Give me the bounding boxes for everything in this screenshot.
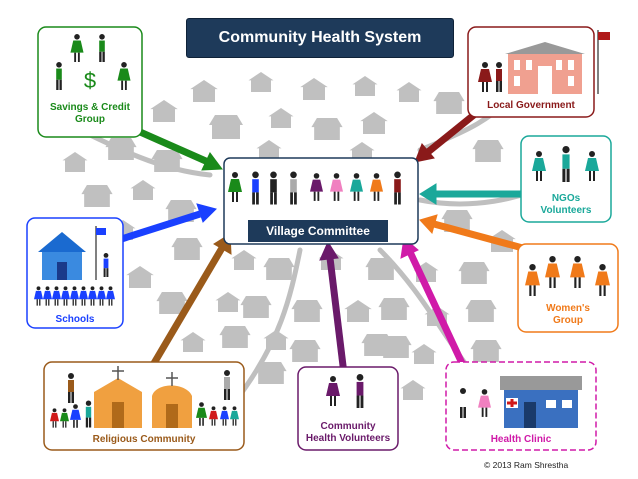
health-clinic-label: Health Clinic [490, 434, 552, 445]
schools-label: Schools [55, 314, 95, 325]
page-title: Community Health System [186, 18, 454, 58]
chv-box [297, 366, 399, 451]
local-government-box [467, 26, 610, 118]
copyright-text: © 2013 Ram Shrestha [484, 460, 569, 470]
local-government-label: Local Government [487, 100, 575, 111]
ngos-label-line1: NGOs [551, 193, 581, 204]
womens-label-line1: Women's [546, 303, 590, 314]
schools-box [26, 217, 124, 329]
village-committee-label: Village Committee [248, 220, 388, 242]
womens-group-box [517, 243, 619, 333]
savings-label-line1: Savings & Credit [49, 102, 131, 113]
ngos-label: NGOs Volunteers [523, 193, 609, 217]
arrow-clinic [400, 237, 472, 378]
ngos-label-line2: Volunteers [540, 205, 592, 216]
womens-group-label: Women's Group [520, 303, 616, 327]
arrow-womens [419, 214, 531, 254]
clinic-building-icon [500, 376, 582, 428]
chv-label: Community Health Volunteers [300, 421, 396, 445]
church-icon [94, 366, 142, 428]
arrow-schools [110, 203, 217, 246]
arrow-chv [319, 240, 348, 375]
chv-label-line2: Health Volunteers [305, 433, 391, 444]
health-clinic-box [445, 361, 597, 451]
religious-community-box [43, 361, 245, 451]
savings-credit-label: Savings & Credit Group [40, 102, 140, 126]
savings-credit-box: $ [37, 26, 143, 138]
temple-icon [152, 372, 192, 428]
womens-label-line2: Group [553, 315, 583, 326]
dollar-icon: $ [84, 68, 96, 93]
chv-label-line1: Community [320, 421, 376, 432]
arrow-local-government [414, 107, 483, 163]
government-building-icon [505, 30, 610, 94]
savings-label-line2: Group [75, 114, 105, 125]
religious-community-label: Religious Community [92, 434, 196, 445]
school-building-icon [38, 226, 106, 280]
arrow-ngos [419, 183, 530, 205]
ngos-box [520, 135, 612, 223]
